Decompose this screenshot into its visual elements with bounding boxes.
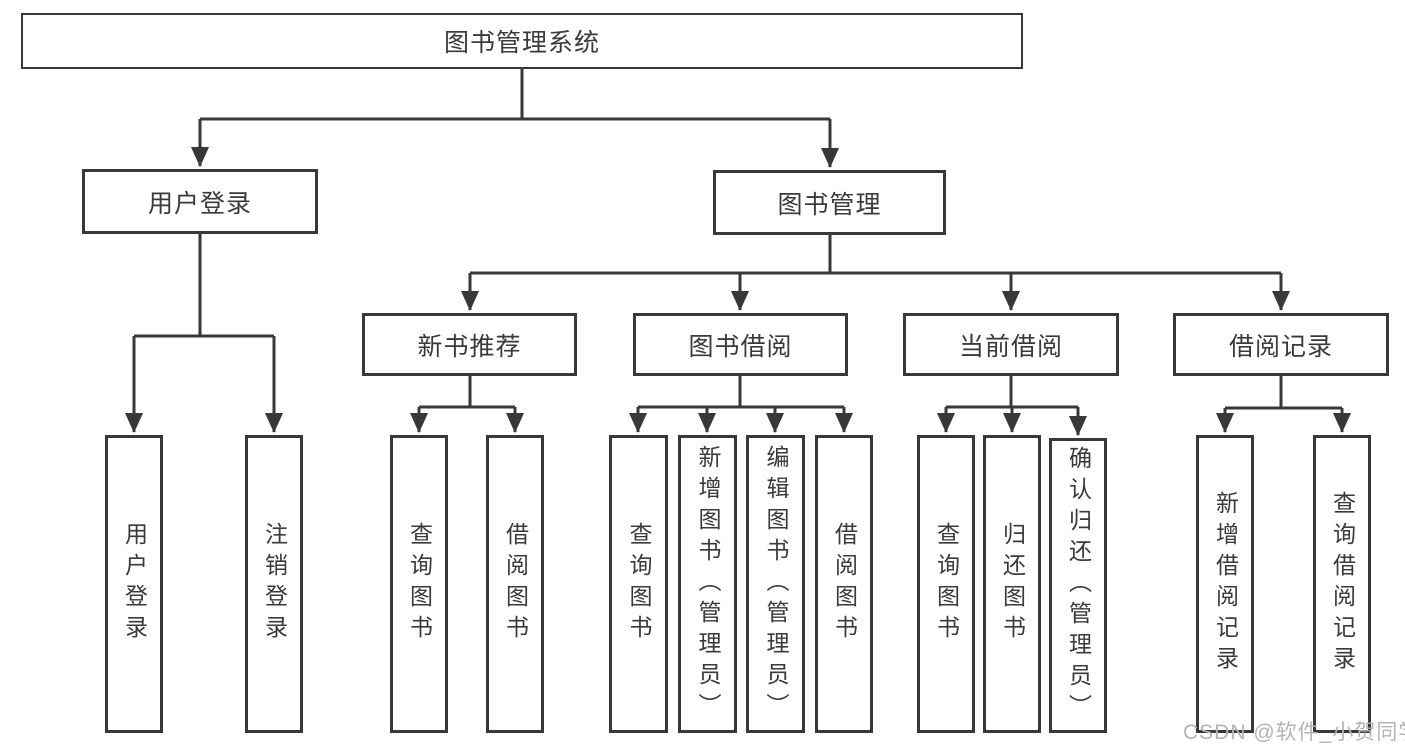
leaf-borrow-books: 借阅图书 — [815, 435, 873, 733]
node-borrowing-records: 借阅记录 — [1173, 313, 1389, 376]
leaf-user-login: 用户登录 — [105, 435, 163, 733]
leaf-borrow-books-recommend: 借阅图书 — [486, 435, 544, 733]
node-user-login: 用户登录 — [82, 169, 318, 234]
leaf-query-books-recommend: 查询图书 — [390, 435, 448, 733]
node-new-book-recommendation: 新书推荐 — [362, 313, 577, 376]
leaf-add-books-admin: 新增图书（管理员） — [678, 435, 737, 733]
leaf-edit-books-admin: 编辑图书（管理员） — [746, 435, 805, 733]
leaf-query-books-borrowing: 查询图书 — [609, 435, 668, 733]
node-book-borrowing: 图书借阅 — [633, 313, 848, 376]
leaf-query-books-current: 查询图书 — [917, 435, 975, 733]
leaf-confirm-return-admin: 确认归还（管理员） — [1049, 438, 1107, 733]
csdn-watermark: CSDN @软件_小贺同学 — [1183, 721, 1405, 744]
node-library-management-system: 图书管理系统 — [21, 13, 1023, 69]
leaf-logout: 注销登录 — [245, 435, 303, 733]
node-book-management: 图书管理 — [713, 170, 946, 235]
leaf-return-books: 归还图书 — [983, 435, 1041, 733]
leaf-query-borrow-record: 查询借阅记录 — [1313, 435, 1371, 733]
node-current-borrowing: 当前借阅 — [903, 313, 1119, 376]
leaf-add-borrow-record: 新增借阅记录 — [1196, 435, 1254, 733]
